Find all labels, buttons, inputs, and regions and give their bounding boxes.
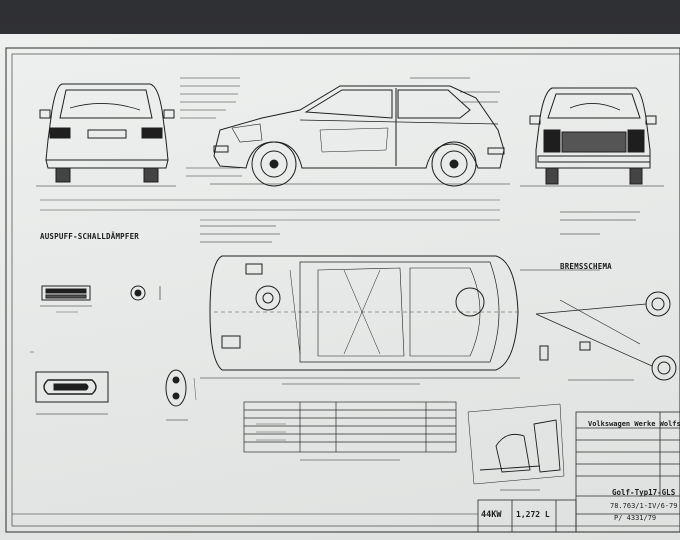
title-block-company: Volkswagen Werke Wolfsbu <box>588 420 680 428</box>
power-spec: 44KW <box>481 510 502 520</box>
brake-schematic <box>520 211 677 381</box>
exhaust-section-title: AUSPUFF-SCHALLDÄMPFER <box>40 232 140 241</box>
displacement-spec: 1,272 L <box>516 510 550 519</box>
dimension-lines <box>40 199 500 221</box>
side-view-drawing <box>210 77 510 187</box>
title-block-doc-number-2: P/ 4331/79 <box>614 514 657 522</box>
title-block-model: Golf-Typ17-GLS <box>612 488 676 497</box>
exhaust-silencer-parts <box>35 285 188 421</box>
blueprint-sheet: AUSPUFF-SCHALLDÄMPFER BREMSSCHEMA Volksw… <box>0 34 680 540</box>
misc-annotation-strokes <box>30 311 286 441</box>
front-view-drawing <box>520 87 664 187</box>
brake-section-title: BREMSSCHEMA <box>560 262 612 271</box>
rear-view-annotations <box>180 77 242 177</box>
interior-sketch <box>467 403 565 491</box>
title-block-frame <box>12 411 680 533</box>
top-view-chassis <box>200 225 520 379</box>
blueprint-drawing <box>5 47 680 533</box>
rear-view-drawing <box>36 83 176 187</box>
title-block-doc-number-1: 78.763/1-IV/6-79 <box>610 502 678 510</box>
sheet-border <box>5 47 680 533</box>
spec-table <box>243 383 457 461</box>
